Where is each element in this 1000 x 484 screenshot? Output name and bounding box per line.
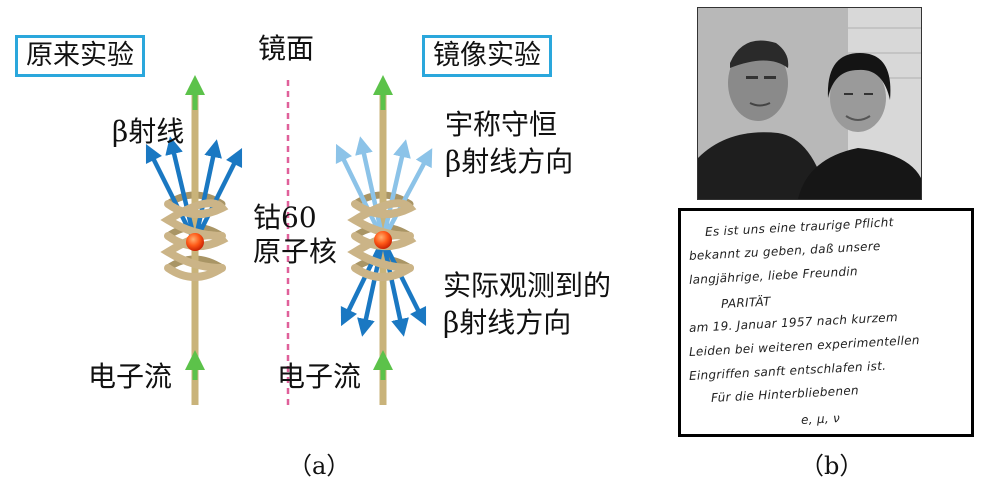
letter-line-2: bekannt zu geben, daß unsere	[688, 238, 882, 263]
letter-line-1: Es ist uns eine traurige Pflicht	[704, 215, 894, 239]
observed-ray-4	[380, 238, 427, 327]
expected-ray-4	[381, 148, 433, 242]
beta-ray-up-3	[192, 139, 222, 243]
cobalt-label-line2: 原子核	[253, 235, 338, 268]
observed-label-line2: β射线方向	[443, 306, 572, 339]
original-experiment-title: 原来实验	[15, 35, 145, 77]
cobalt-nucleus-right	[374, 231, 392, 249]
cobalt-label-line1: 钴60	[253, 201, 317, 234]
letter-line-9: e, µ, ν	[800, 410, 841, 427]
letter-line-6: Leiden bei weiteren experimentellen	[688, 332, 921, 359]
observed-ray-2	[357, 239, 386, 337]
parity-label-line2: β射线方向	[445, 145, 574, 178]
beta-ray-up-2	[165, 136, 198, 243]
beta-ray-up-4	[192, 147, 243, 244]
beta-rays-label: β射线	[112, 115, 185, 148]
mirror-experiment-title: 镜像实验	[422, 35, 552, 77]
observed-ray-3	[380, 239, 409, 337]
observed-ray-1	[340, 239, 386, 327]
mirror-label: 镜面	[258, 32, 315, 65]
mirror-apparatus	[335, 75, 433, 405]
portrait-photo	[697, 7, 922, 200]
cobalt-nucleus-left	[186, 233, 204, 251]
handwritten-letter: Es ist uns eine traurige Pflicht bekannt…	[678, 208, 974, 437]
expected-ray-1	[335, 143, 386, 241]
letter-line-8: Für die Hinterbliebenen	[710, 383, 860, 405]
electron-current-label-left: 电子流	[88, 360, 173, 393]
observed-label-line1: 实际观测到的	[443, 269, 612, 302]
expected-ray-3	[380, 139, 411, 241]
caption-b: （b）	[800, 452, 864, 480]
letter-line-4: PARITÄT	[720, 294, 772, 311]
letter-line-5: am 19. Januar 1957 nach kurzem	[688, 310, 899, 335]
parity-label-line1: 宇称守恒	[445, 108, 558, 141]
electron-current-label-right: 电子流	[277, 360, 362, 393]
caption-a: （a）	[288, 452, 351, 480]
expected-ray-2	[355, 136, 386, 241]
original-apparatus	[145, 75, 243, 405]
letter-line-3: langjährige, liebe Freundin	[688, 264, 859, 287]
parity-experiment-diagram	[145, 75, 433, 410]
letter-line-7: Eingriffen sanft entschlafen ist.	[688, 358, 887, 383]
